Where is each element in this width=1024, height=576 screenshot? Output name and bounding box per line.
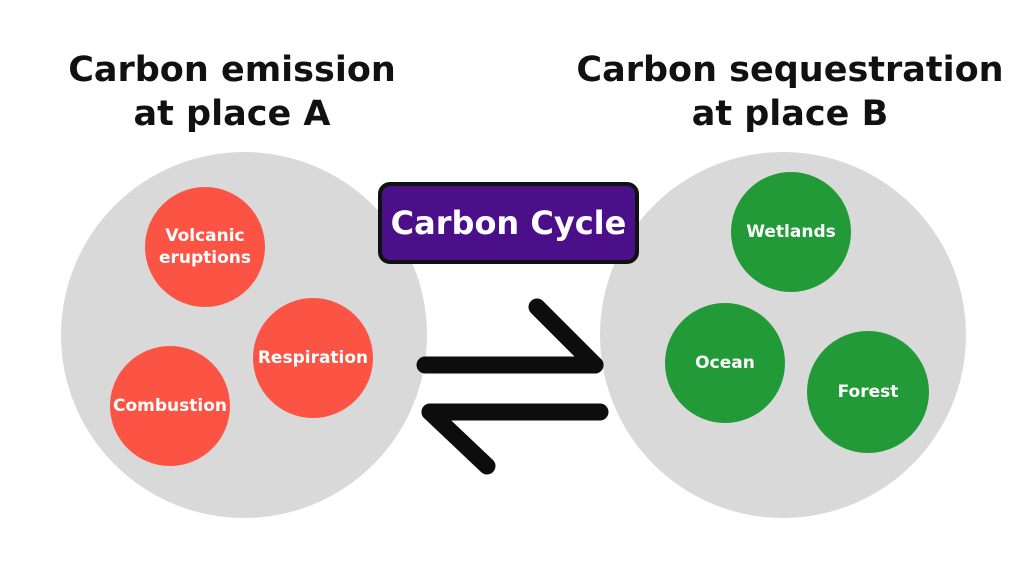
sequestration-heading-line-1: Carbon sequestration xyxy=(576,50,1004,90)
sink-label: Ocean xyxy=(695,353,755,373)
forward-arrow-barb xyxy=(528,298,604,374)
source-label: Combustion xyxy=(113,396,227,416)
source-label: Volcanic eruptions xyxy=(158,226,252,268)
emission-heading: Carbon emission at place A xyxy=(52,48,412,136)
sequestration-heading-line-2: at place B xyxy=(691,94,889,134)
sink-label: Wetlands xyxy=(746,222,836,242)
sink-wetlands: Wetlands xyxy=(731,172,851,292)
carbon-cycle-label-box: Carbon Cycle xyxy=(378,182,639,264)
source-volcanic-eruptions: Volcanic eruptions xyxy=(145,187,265,307)
emission-heading-line-1: Carbon emission xyxy=(68,50,396,90)
sequestration-heading: Carbon sequestration at place B xyxy=(570,48,1010,136)
reverse-arrow-barb xyxy=(421,403,496,475)
carbon-cycle-label: Carbon Cycle xyxy=(390,204,627,242)
sink-forest: Forest xyxy=(807,331,929,453)
sink-label: Forest xyxy=(837,382,899,402)
source-label: Respiration xyxy=(257,348,369,368)
source-respiration: Respiration xyxy=(253,298,373,418)
emission-heading-line-2: at place A xyxy=(133,94,331,134)
sink-ocean: Ocean xyxy=(665,303,785,423)
source-combustion: Combustion xyxy=(110,346,230,466)
